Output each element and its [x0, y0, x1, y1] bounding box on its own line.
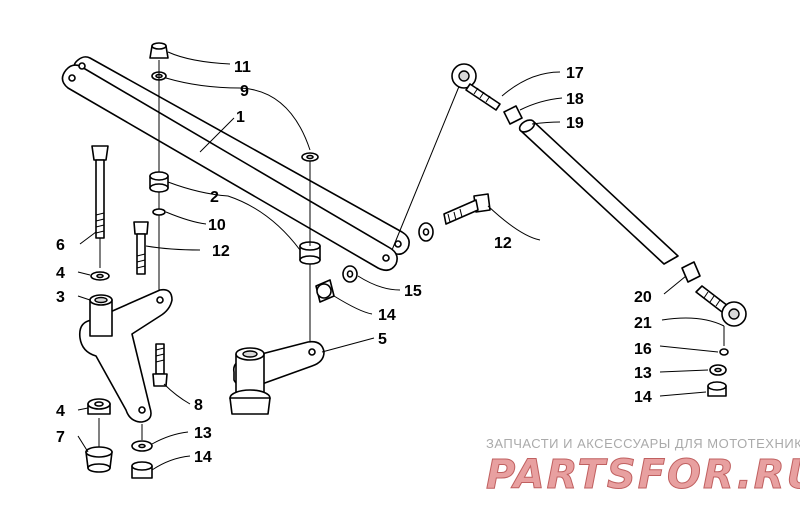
- callout-17: 17: [566, 65, 584, 82]
- watermark: ЗАПЧАСТИ И АКСЕССУАРЫ ДЛЯ МОТОТЕХНИКИ PA…: [486, 436, 800, 499]
- part-6-bolt: [91, 145, 109, 239]
- callout-14-left: 14: [194, 449, 212, 466]
- part-4-nut-lower: [87, 398, 111, 415]
- part-5-pivot-arm: [229, 340, 325, 415]
- callout-13-left: 13: [194, 425, 212, 442]
- part-12-bolt-right: [443, 193, 491, 225]
- part-7-cap: [85, 446, 113, 473]
- part-2-spacer: [149, 171, 169, 193]
- watermark-brand: PARTSFOR.RU: [486, 452, 800, 498]
- callout-19: 19: [566, 115, 584, 132]
- part-14-nut-left: [131, 461, 153, 479]
- part-18-jam-nut: [503, 105, 523, 125]
- part-11-nut: [149, 42, 169, 59]
- callout-14-right: 14: [634, 389, 652, 406]
- part-14-nut-center: [315, 279, 335, 303]
- callout-5: 5: [378, 331, 387, 348]
- part-17-rod-end: [451, 63, 501, 111]
- callout-3: 3: [56, 289, 65, 306]
- part-1-tie-bars: [61, 56, 410, 272]
- callout-21: 21: [634, 315, 652, 332]
- callout-6: 6: [56, 237, 65, 254]
- callout-13-right: 13: [634, 365, 652, 382]
- callout-10: 10: [208, 217, 226, 234]
- callout-12-right: 12: [494, 235, 512, 252]
- callout-12-left: 12: [212, 243, 230, 260]
- callout-8: 8: [194, 397, 203, 414]
- part-16-washer: [719, 348, 729, 356]
- callout-4-upper: 4: [56, 265, 65, 282]
- part-8-bolt: [152, 343, 168, 387]
- part-15-washer: [342, 265, 358, 283]
- callout-4-lower: 4: [56, 403, 65, 420]
- part-washer-right: [418, 222, 434, 242]
- callout-9: 9: [240, 83, 249, 100]
- part-9-washer-right: [301, 152, 319, 162]
- part-13-washer-right: [709, 364, 727, 376]
- watermark-tagline: ЗАПЧАСТИ И АКСЕССУАРЫ ДЛЯ МОТОТЕХНИКИ: [486, 436, 800, 451]
- callout-20: 20: [634, 289, 652, 306]
- part-19-tie-rod-tube: [518, 119, 679, 265]
- part-21-rod-end: [695, 285, 747, 327]
- callout-18: 18: [566, 91, 584, 108]
- part-3-pivot-bracket: [78, 288, 173, 423]
- part-14-nut-right: [707, 381, 727, 397]
- leader-lines: [77, 51, 725, 471]
- callout-14-center: 14: [378, 307, 396, 324]
- callout-1: 1: [236, 109, 245, 126]
- callout-11: 11: [234, 59, 251, 76]
- callout-2: 2: [210, 189, 219, 206]
- callout-16: 16: [634, 341, 652, 358]
- part-12-bolt-left: [133, 221, 149, 275]
- part-4-washer-upper: [90, 271, 110, 281]
- part-13-washer-left: [131, 440, 153, 452]
- callout-labels: 11 9 1 2 10 12 6 4 3 8 4 7 13 14 5 15 14…: [56, 59, 652, 466]
- part-10-washer: [152, 208, 166, 216]
- part-20-jam-nut: [681, 261, 701, 283]
- callout-7: 7: [56, 429, 65, 446]
- callout-15: 15: [404, 283, 422, 300]
